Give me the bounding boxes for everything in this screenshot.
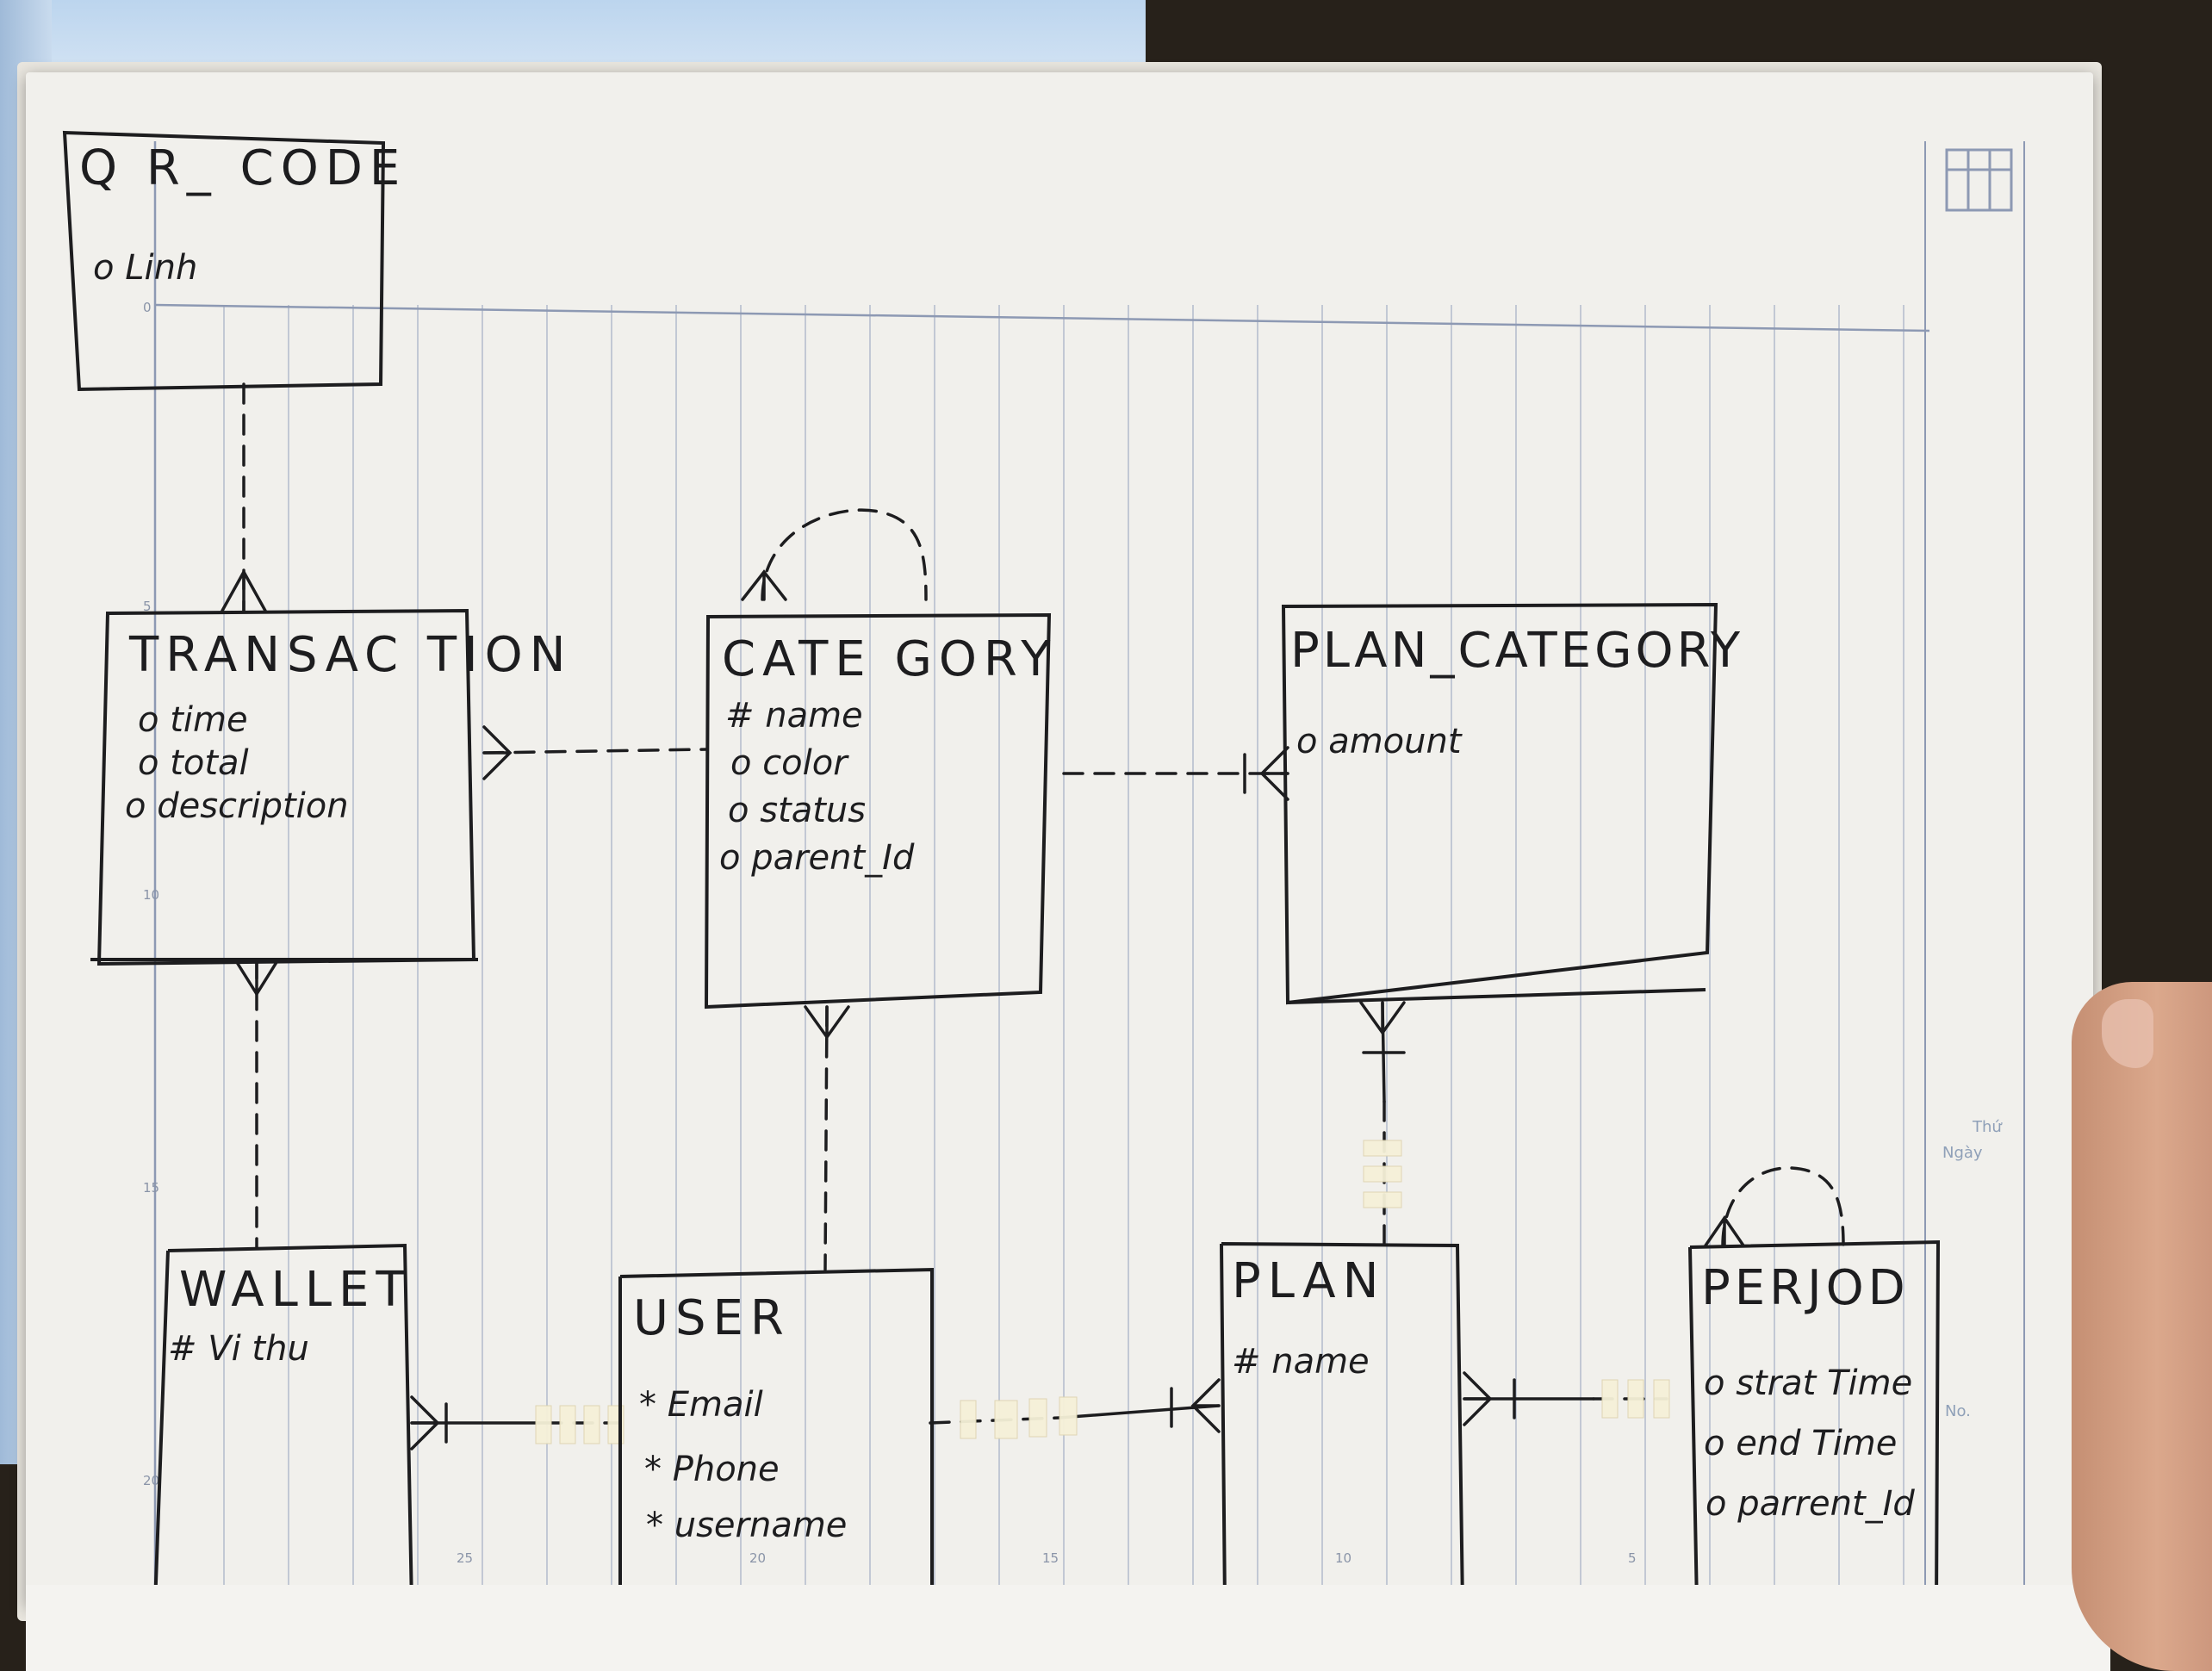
notebook-bottom-ticks: 25 20 15 10 5 (457, 1550, 1637, 1566)
entity-attribute: o time (138, 700, 248, 740)
margin-tick: 5 (143, 599, 152, 614)
crow-foot-plan-right (1463, 1371, 1493, 1426)
bottom-tick: 10 (1335, 1550, 1351, 1566)
crow-foot-category-bottom (804, 1005, 850, 1040)
rel-category-self-loop (761, 508, 928, 601)
bottom-tick: 15 (1042, 1550, 1059, 1566)
entity-attribute: * Phone (644, 1450, 780, 1489)
crow-foot-transaction-top (221, 568, 267, 612)
entity-attribute: # Vi thu (168, 1329, 309, 1369)
entity-attribute: # name (725, 696, 863, 736)
bottom-tick: 20 (749, 1550, 766, 1566)
entity-title: TRANSAC TION (128, 627, 573, 683)
entity-title: WALLET (179, 1262, 413, 1318)
tape-strips (535, 1140, 1670, 1444)
rel-category-user (823, 1005, 829, 1271)
entity-attribute: o amount (1296, 722, 1463, 761)
crow-foot-plan-left (1190, 1378, 1221, 1433)
entity-attribute: o total (138, 743, 249, 783)
entity-title: PLAN_CATEGORY (1290, 623, 1743, 679)
entity-attribute: o color (730, 743, 849, 783)
crow-foot-wallet-right (410, 1395, 440, 1450)
entity-period: PERJOD o strat Time o end Time o parrent… (1688, 1239, 1941, 1606)
sidebar-label-ngay: Ngày (1942, 1144, 1983, 1162)
entity-category: CATE GORY # name o color o status o pare… (704, 612, 1057, 1009)
notebook-vertical-rules (223, 305, 1904, 1606)
entity-user: USER * Email * Phone * username (618, 1267, 934, 1606)
entity-plan-category: PLAN_CATEGORY o amount (1281, 602, 1743, 1005)
crow-foot-plan-category-bottom (1359, 1001, 1406, 1036)
sidebar-label-thu: Thứ (1972, 1118, 2003, 1136)
entity-attribute: o status (728, 791, 866, 830)
entity-title: Q R_ CODE (79, 140, 407, 196)
entity-transaction: TRANSAC TION o time o total o descriptio… (90, 608, 573, 966)
entity-wallet: WALLET # Vi thu (153, 1243, 413, 1606)
margin-tick: 0 (143, 300, 152, 315)
entity-attribute: o strat Time (1704, 1364, 1912, 1403)
notebook-margin-top (154, 303, 1930, 332)
crow-foot-transaction-bottom (233, 958, 280, 997)
entity-attribute: o parrent_Id (1706, 1484, 1915, 1524)
crow-foot-period-top (1704, 1214, 1745, 1247)
crow-foot-category-top (741, 569, 787, 601)
erd-diagram: 0 5 10 15 20 25 20 15 10 5 Thứ Ngày No. (62, 130, 2025, 1606)
entity-title: CATE GORY (722, 631, 1057, 687)
margin-tick: 20 (143, 1473, 159, 1488)
sidebar-label-no: No. (1945, 1402, 1971, 1420)
entity-attribute: # name (1232, 1342, 1370, 1382)
notebook-corner-box (1945, 148, 2013, 212)
entity-attribute: o Linh (93, 248, 197, 288)
notebook-sidebar-labels: Thứ Ngày No. (1942, 1118, 2003, 1420)
entity-attribute: o end Time (1704, 1424, 1897, 1463)
rel-period-self-loop (1721, 1166, 1845, 1247)
entity-title: PERJOD (1701, 1260, 1910, 1316)
holding-thumb (2072, 982, 2212, 1671)
entity-attribute: o description (125, 786, 349, 826)
entity-title: USER (633, 1290, 791, 1346)
notebook-margin-ticks: 0 5 10 15 20 (143, 300, 159, 1488)
notebook-next-page (26, 1585, 2110, 1671)
rel-transaction-category (482, 748, 708, 755)
margin-tick: 15 (143, 1180, 159, 1196)
entity-qr-code: Q R_ CODE o Linh (62, 130, 407, 392)
entity-plan: PLAN # name (1220, 1242, 1464, 1606)
entity-title: PLAN (1232, 1253, 1385, 1309)
crow-foot-plan-category-left (1259, 746, 1289, 801)
crow-foot-transaction-right (482, 725, 513, 780)
notebook-page: 0 5 10 15 20 25 20 15 10 5 Thứ Ngày No. (26, 72, 2093, 1606)
bottom-tick: 5 (1628, 1550, 1637, 1566)
bottom-tick: 25 (457, 1550, 473, 1566)
margin-tick: 10 (143, 887, 159, 903)
entity-attribute: * Email (639, 1385, 763, 1425)
thumb-nail (2102, 999, 2153, 1068)
entity-attribute: * username (646, 1506, 847, 1545)
entity-attribute: o parent_Id (719, 838, 915, 878)
